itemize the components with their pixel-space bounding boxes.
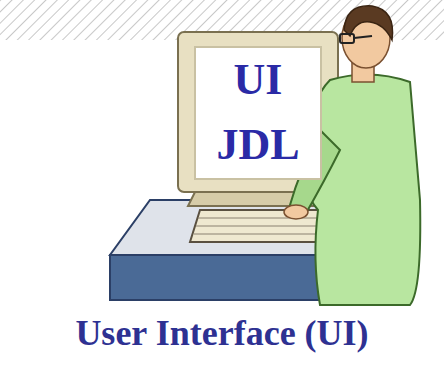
monitor-screen: UI JDL [194, 46, 322, 180]
monitor-frame [178, 32, 338, 192]
glasses [340, 34, 372, 43]
keyboard-keys [194, 218, 324, 234]
hand [284, 205, 308, 219]
screen-text: JDL [216, 121, 299, 169]
slide-title: User Interface (UI) [0, 312, 444, 355]
screen-text: UI [234, 56, 283, 104]
